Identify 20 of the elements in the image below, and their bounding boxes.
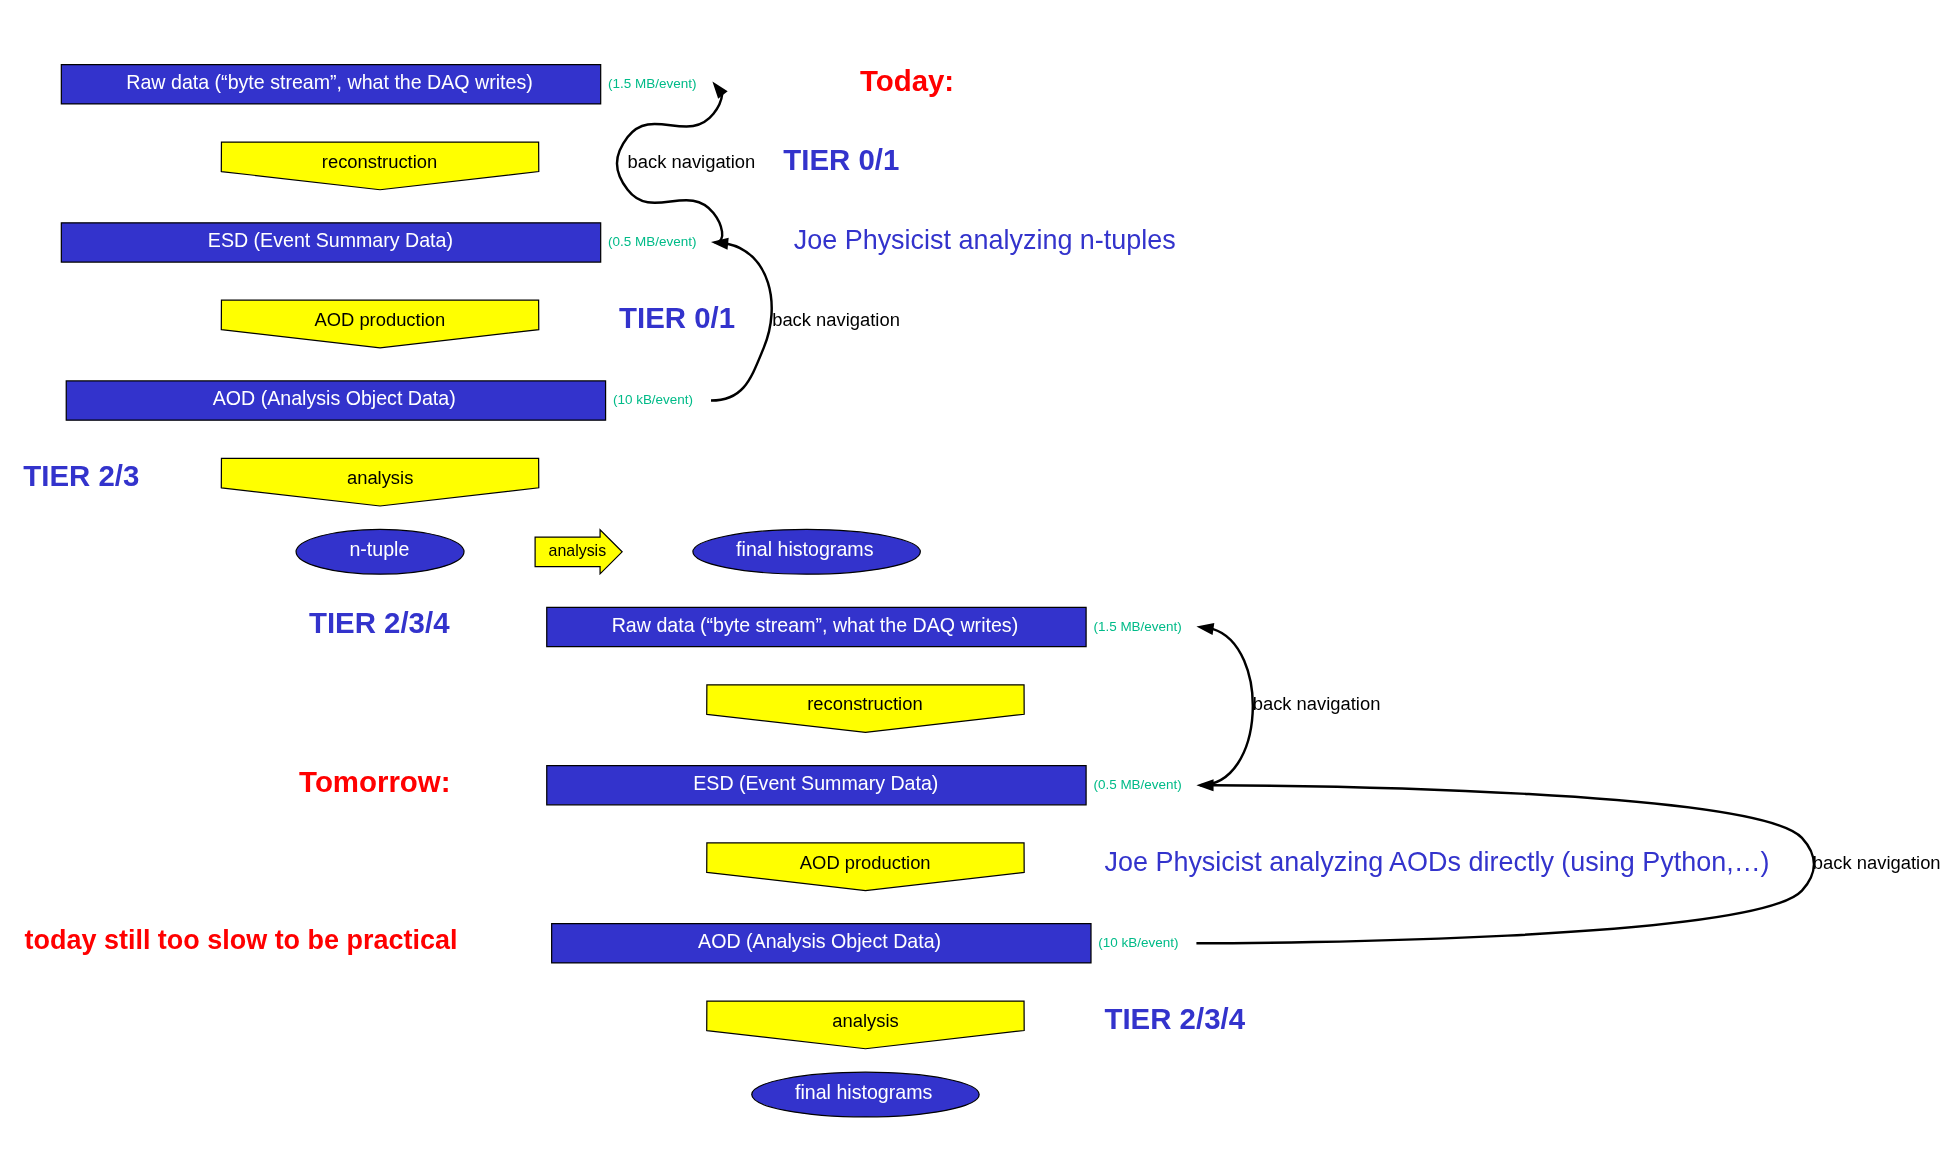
label: TIER 2/3/4	[1104, 1001, 1246, 1035]
label: TIER 2/3	[23, 458, 140, 492]
node-label: (10 kB/event)	[612, 391, 694, 407]
edge-label: back navigation	[1812, 851, 1941, 873]
label: TIER 0/1	[783, 142, 900, 176]
label: Joe Physicist analyzing n-tuples	[793, 224, 1176, 255]
node-label: (1.5 MB/event)	[608, 75, 697, 91]
label: Joe Physicist analyzing AODs directly (using Python,…)	[1104, 846, 1770, 877]
node-label: (10 kB/event)	[1098, 934, 1179, 950]
node-label: (0.5 MB/event)	[1093, 776, 1182, 792]
edge-label: back navigation	[772, 308, 900, 330]
edge-label: back navigation	[627, 150, 756, 172]
label: TIER 2/3/4	[308, 605, 450, 639]
node-label: (0.5 MB/event)	[608, 233, 697, 249]
label: Tomorrow:	[299, 764, 451, 798]
label: Today:	[859, 63, 955, 97]
edge-label: back navigation	[1252, 692, 1381, 714]
label: TIER 0/1	[619, 300, 736, 334]
node-label: (1.5 MB/event)	[1093, 618, 1182, 633]
label: today still too slow to be practical	[24, 924, 458, 955]
